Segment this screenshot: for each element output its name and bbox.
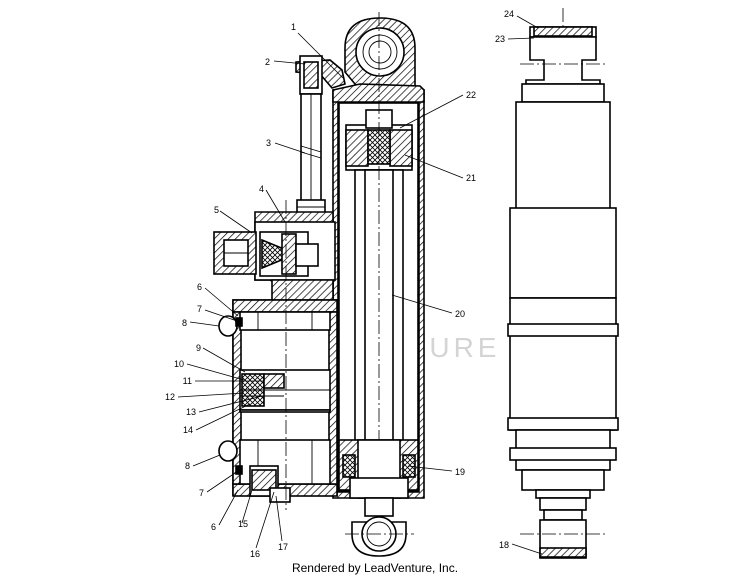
callout-18: 18 [499,540,509,550]
callout-7-top: 7 [197,304,202,314]
callout-14: 14 [183,425,193,435]
reservoir-hose-top [295,55,346,215]
callout-labels: 1 2 3 4 5 6 7 8 9 10 11 12 13 14 8 7 6 1… [165,9,514,559]
main-body [332,12,425,557]
callout-20: 20 [455,309,465,319]
callout-16: 16 [250,549,260,559]
callout-12: 12 [165,392,175,402]
valve-manifold [213,211,336,313]
section-leader-lines [177,32,464,549]
callout-5: 5 [214,205,219,215]
top-eyelet [344,17,416,91]
callout-7-bottom: 7 [199,488,204,498]
callout-13: 13 [186,407,196,417]
callout-6-bottom: 6 [211,522,216,532]
callout-8-top: 8 [182,318,187,328]
callout-2: 2 [265,57,270,67]
callout-6-top: 6 [197,282,202,292]
callout-15: 15 [238,519,248,529]
callout-4: 4 [259,184,264,194]
callout-22: 22 [466,90,476,100]
callout-11: 11 [183,376,192,386]
callout-17: 17 [278,542,288,552]
exterior-view [507,8,619,559]
reservoir [218,200,338,510]
callout-19: 19 [455,467,465,477]
callout-3: 3 [266,138,271,148]
callout-24: 24 [504,9,514,19]
callout-23: 23 [495,34,505,44]
callout-8-bottom: 8 [185,461,190,471]
callout-1: 1 [291,22,296,32]
render-credit: Rendered by LeadVenture, Inc. [291,561,459,575]
callout-10: 10 [174,359,184,369]
callout-21: 21 [466,173,476,183]
callout-9: 9 [196,343,201,353]
section-view [177,12,464,557]
